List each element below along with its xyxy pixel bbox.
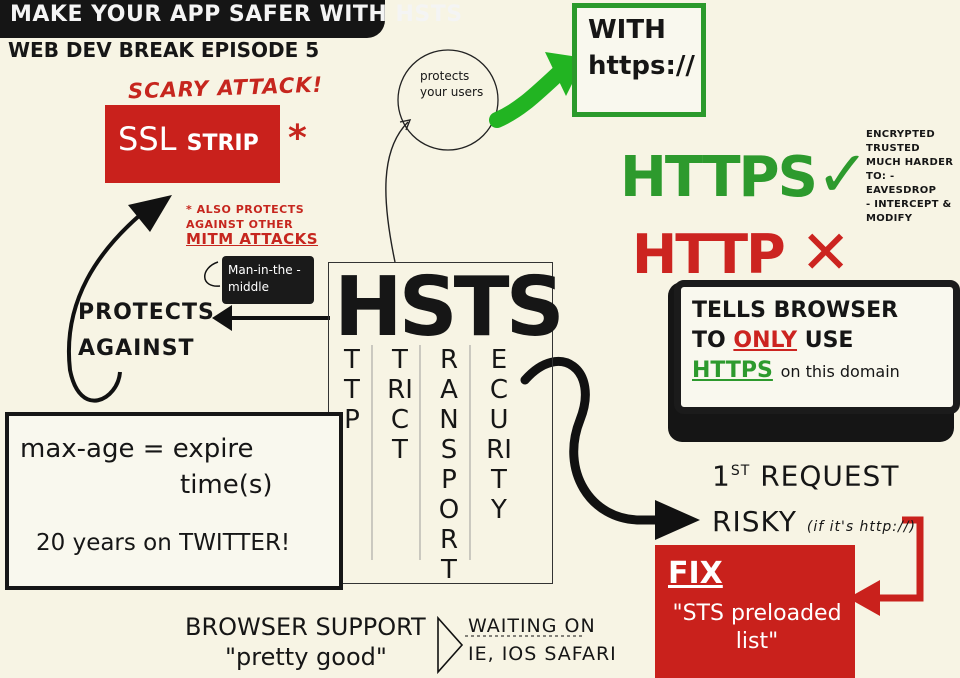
benefit-item: MODIFY (866, 213, 913, 224)
https-scheme-label: https:// (588, 51, 695, 81)
benefit-item: MUCH HARDER (866, 157, 954, 168)
title-banner (0, 0, 385, 38)
asterisk-icon: * (288, 118, 307, 159)
page-subtitle: WEB DEV BREAK EPISODE 5 (8, 38, 320, 62)
https-good: HTTPS✓ (620, 138, 870, 212)
mitm-note: * ALSO PROTECTS AGAINST OTHER MITM ATTAC… (186, 202, 346, 248)
hsts-word-text: RANSPORT (438, 345, 460, 585)
benefit-item: TO: -EAVESDROP (866, 171, 937, 196)
first-number: 1 (712, 459, 731, 493)
hsts-acronym: HSTS (334, 260, 565, 355)
ssl-strip-label: SSL STRIP (118, 120, 259, 158)
mitm-box (222, 256, 314, 304)
hsts-word-text: ECURITY (486, 345, 512, 525)
https-benefits-list: ENCRYPTED TRUSTED MUCH HARDER TO: -EAVES… (866, 128, 958, 226)
first-suffix: ST (730, 463, 751, 479)
browser-support-line2: "pretty good" (225, 643, 387, 671)
risky-word: RISKY (712, 505, 797, 539)
first-request-label: 1ST REQUEST RISKY (if it's http://) (712, 448, 952, 550)
ssl-text: SSL (118, 120, 177, 158)
waiting-line1: WAITING ON (468, 615, 596, 637)
mitm-asterisk: * (186, 203, 193, 216)
http-bad: HTTP ✕ (632, 218, 851, 288)
protects-against-label: PROTECTS AGAINST (78, 300, 215, 361)
with-https-text: WITH https:// (588, 12, 695, 84)
mitm-note-line2: AGAINST OTHER (186, 218, 294, 231)
https-label: HTTPS (620, 145, 818, 210)
strip-text: STRIP (186, 131, 259, 156)
hsts-word-transport: RANSPORT (434, 345, 464, 585)
tells-only: ONLY (733, 328, 798, 353)
tells-use: USE (804, 328, 854, 353)
cross-icon: ✕ (800, 218, 851, 288)
with-https-box (572, 3, 706, 117)
twitter-note: 20 years on TWITTER! (36, 530, 291, 556)
max-age-line2: time(s) (180, 470, 273, 500)
tells-to: TO (692, 328, 726, 353)
tells-rest: on this domain (780, 362, 900, 381)
waiting-line2: IE, IOS SAFARI (468, 643, 617, 665)
hsts-word-text: TRICT (387, 345, 413, 465)
browser-support: BROWSER SUPPORT "pretty good" (185, 612, 435, 672)
mitm-box-text: Man-in-the -middle (228, 263, 301, 294)
browser-support-line1: BROWSER SUPPORT (185, 613, 426, 641)
tells-line1: TELLS BROWSER (692, 298, 899, 323)
benefit-item: - INTERCEPT & (866, 199, 952, 210)
fix-title: FIX (668, 556, 723, 591)
check-icon: ✓ (815, 138, 870, 212)
risky-condition: (if it's http://) (806, 519, 916, 536)
max-age-line1: max-age = expire (20, 434, 254, 464)
tells-browser-box (674, 280, 960, 414)
benefit-item: TRUSTED (866, 143, 920, 154)
hsts-word-http: TTP (337, 345, 367, 435)
page-title: MAKE YOUR APP SAFER WITH HSTS (10, 2, 463, 27)
waiting-on: WAITING ON IE, IOS SAFARI (468, 612, 638, 668)
max-age-box (5, 412, 343, 590)
http-label: HTTP (632, 223, 786, 286)
ssl-strip-box (105, 105, 280, 183)
mitm-note-line1: ALSO PROTECTS (196, 203, 305, 216)
fix-box (655, 545, 855, 678)
protects-users-bubble: protects your users (420, 69, 484, 99)
hsts-word-text: TTP (344, 345, 360, 435)
fix-text: "STS preloaded list" (672, 601, 842, 654)
mitm-note-line3: MITM ATTACKS (186, 230, 319, 248)
benefit-item: ENCRYPTED (866, 129, 935, 140)
tells-browser-text: TELLS BROWSER TO ONLY USE HTTPS on this … (692, 296, 952, 387)
hsts-word-security: ECURITY (484, 345, 514, 525)
request-word: REQUEST (760, 459, 900, 493)
with-label: WITH (588, 15, 666, 45)
hsts-word-strict: TRICT (385, 345, 415, 465)
tells-https: HTTPS (692, 358, 773, 383)
